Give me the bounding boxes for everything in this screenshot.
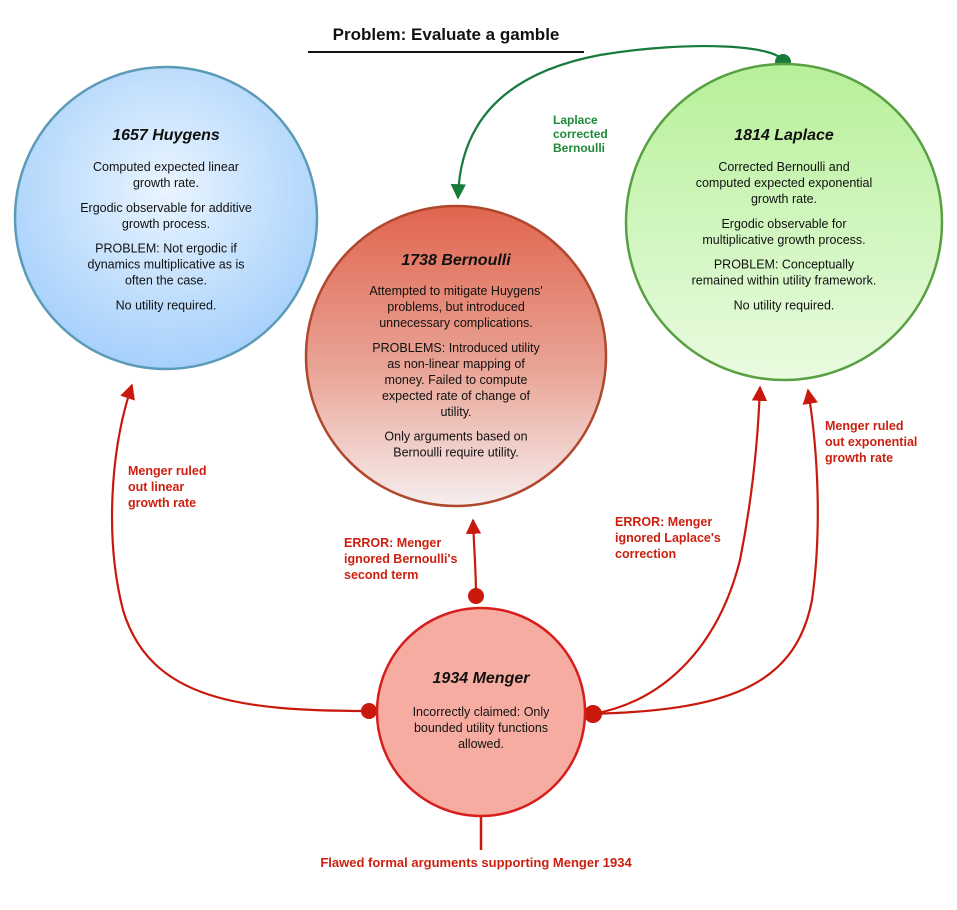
node-menger-title: 1934 Menger <box>433 670 531 687</box>
edge-menger-to-laplace-error <box>592 385 768 716</box>
edge-label-line: Menger ruled <box>825 419 904 433</box>
node-bernoulli-line: Only arguments based on <box>384 430 527 444</box>
label-menger-laplace-exp: Menger ruled out exponential growth rate <box>825 419 917 465</box>
edge-label-line: growth rate <box>128 496 196 510</box>
edge-label-line: growth rate <box>825 451 893 465</box>
node-bernoulli-line: problems, but introduced <box>387 300 525 314</box>
label-menger-huygens: Menger ruled out linear growth rate <box>128 464 207 510</box>
label-menger-laplace-error: ERROR: Menger ignored Laplace's correction <box>615 515 721 561</box>
node-huygens: 1657 Huygens Computed expected linear gro… <box>13 65 319 371</box>
node-bernoulli-line: utility. <box>440 405 471 419</box>
node-huygens-line: Ergodic observable for additive <box>80 201 252 215</box>
edge-label-line: ignored Bernoulli's <box>344 552 457 566</box>
edge-label-line: ignored Laplace's <box>615 531 721 545</box>
node-huygens-line: growth process. <box>122 217 210 231</box>
footer-caption: Flawed formal arguments supporting Menge… <box>320 855 632 870</box>
edge-label-line: Menger ruled <box>128 464 207 478</box>
node-menger-body: Incorrectly claimed: Only bounded utility… <box>413 705 551 751</box>
node-laplace-line: Corrected Bernoulli and <box>718 160 849 174</box>
node-laplace-line: growth rate. <box>751 192 817 206</box>
node-menger-line: allowed. <box>458 737 504 751</box>
edge-menger-left-dot <box>361 703 377 719</box>
node-bernoulli-line: PROBLEMS: Introduced utility <box>372 341 540 355</box>
node-bernoulli-circle <box>304 204 608 508</box>
node-huygens-line: Computed expected linear <box>93 160 239 174</box>
node-laplace-title: 1814 Laplace <box>734 127 834 144</box>
node-laplace-line: multiplicative growth process. <box>702 233 865 247</box>
node-huygens-circle <box>13 65 319 371</box>
node-huygens-line: growth rate. <box>133 176 199 190</box>
node-bernoulli-line: money. Failed to compute <box>385 373 528 387</box>
edge-label-line: ERROR: Menger <box>344 536 441 550</box>
node-laplace-line: remained within utility framework. <box>692 274 877 288</box>
edge-menger-to-laplace-exp <box>592 388 819 716</box>
edge-label-line: out exponential <box>825 435 917 449</box>
edge-menger-to-bernoulli <box>465 518 482 597</box>
edge-menger-right-dot <box>584 705 602 723</box>
node-laplace: 1814 Laplace Corrected Bernoulli and comp… <box>624 62 944 382</box>
node-huygens-body: Computed expected linear growth rate. Ergo… <box>80 160 252 312</box>
node-bernoulli-line: expected rate of change of <box>382 389 531 403</box>
node-bernoulli-line: as non-linear mapping of <box>387 357 525 371</box>
diagram-title: Problem: Evaluate a gamble <box>333 25 560 44</box>
node-laplace-line: computed expected exponential <box>696 176 873 190</box>
edge-label-line: correction <box>615 547 676 561</box>
edge-label-line: Laplace <box>553 113 598 127</box>
label-menger-bernoulli: ERROR: Menger ignored Bernoulli's second t… <box>344 536 457 582</box>
node-laplace-line: No utility required. <box>734 298 835 312</box>
node-huygens-line: PROBLEM: Not ergodic if <box>95 242 237 256</box>
node-laplace-circle <box>624 62 944 382</box>
node-bernoulli-line: Attempted to mitigate Huygens' <box>369 284 542 298</box>
edge-laplace-to-bernoulli <box>450 44 785 200</box>
edge-label-line: out linear <box>128 480 184 494</box>
edge-label-line: ERROR: Menger <box>615 515 712 529</box>
node-huygens-line: dynamics multiplicative as is <box>88 258 245 272</box>
node-bernoulli-title: 1738 Bernoulli <box>401 252 511 269</box>
node-huygens-line: No utility required. <box>116 298 217 312</box>
node-bernoulli-line: unnecessary complications. <box>379 316 533 330</box>
edge-label-line: corrected <box>553 127 608 141</box>
edge-menger-top-dot <box>468 588 484 604</box>
node-menger: 1934 Menger Incorrectly claimed: Only bou… <box>375 606 587 818</box>
node-bernoulli-line: Bernoulli require utility. <box>393 446 519 460</box>
edge-label-line: Bernoulli <box>553 141 605 155</box>
node-menger-line: bounded utility functions <box>414 721 548 735</box>
node-bernoulli-body: Attempted to mitigate Huygens' problems, … <box>369 284 542 460</box>
node-laplace-body: Corrected Bernoulli and computed expected… <box>692 160 877 312</box>
node-laplace-line: Ergodic observable for <box>721 217 846 231</box>
edge-label-line: second term <box>344 568 418 582</box>
edge-menger-to-huygens <box>110 383 370 713</box>
node-huygens-line: often the case. <box>125 274 207 288</box>
node-huygens-title: 1657 Huygens <box>112 127 220 144</box>
node-menger-circle <box>375 606 587 818</box>
node-laplace-line: PROBLEM: Conceptually <box>714 258 855 272</box>
node-menger-line: Incorrectly claimed: Only <box>413 705 551 719</box>
node-bernoulli: 1738 Bernoulli Attempted to mitigate Huy… <box>304 204 608 508</box>
